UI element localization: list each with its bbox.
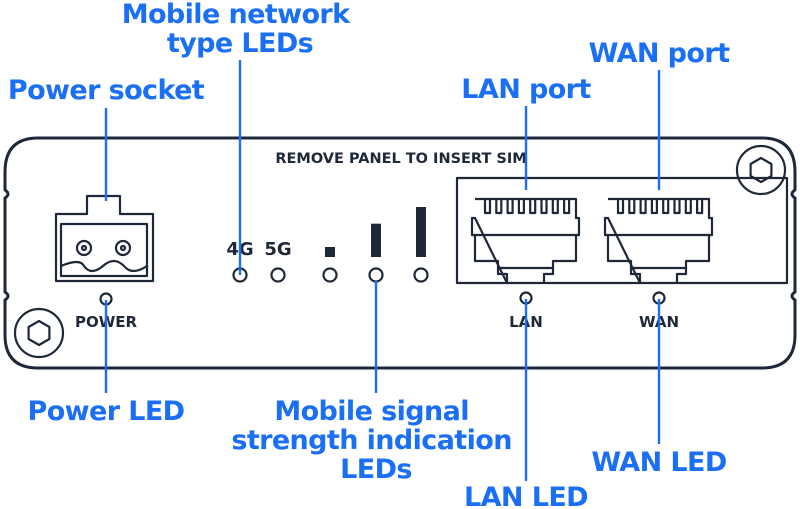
- port-contact: [529, 199, 537, 215]
- led-5g: [270, 267, 286, 283]
- signal-bars: [325, 207, 426, 257]
- port-contact: [628, 199, 636, 215]
- lan-port: [470, 197, 581, 285]
- port-contact: [551, 199, 559, 215]
- port-contact: [662, 199, 670, 215]
- port-contact: [506, 199, 514, 215]
- port-contact: [540, 199, 548, 215]
- port-contact: [495, 199, 503, 215]
- port-contact: [673, 199, 681, 215]
- callout-power-led: Power LED: [28, 396, 185, 427]
- callout-wan-led: WAN LED: [591, 447, 726, 478]
- sim-notice: REMOVE PANEL TO INSERT SIM: [275, 151, 526, 167]
- wan-port-outline: [603, 197, 714, 285]
- device-body: [3, 136, 797, 370]
- label-5g: 5G: [264, 239, 291, 260]
- port-contact: [639, 199, 647, 215]
- socket-pin-right: [114, 239, 132, 257]
- screw-top-right: [735, 144, 787, 196]
- socket-pin-left: [75, 239, 93, 257]
- port-contact: [696, 199, 704, 215]
- callout-wan-port: WAN port: [589, 38, 730, 69]
- callout-power-socket: Power socket: [8, 75, 205, 106]
- port-contact: [483, 199, 492, 215]
- callout-mobile-network: Mobile network type LEDs: [122, 0, 359, 59]
- lan-port-outline: [470, 197, 581, 285]
- signal-bar-2: [371, 223, 381, 257]
- led-signal-2: [368, 267, 384, 283]
- port-contact: [650, 199, 658, 215]
- screw-bottom-left: [13, 307, 65, 359]
- port-housing: [455, 176, 789, 285]
- wan-port: [603, 197, 714, 285]
- power-socket: [54, 194, 155, 283]
- signal-bar-3: [416, 207, 426, 257]
- port-contact: [517, 199, 525, 215]
- signal-bar-1: [325, 247, 335, 257]
- port-contact: [684, 199, 692, 215]
- led-signal-3: [413, 267, 429, 283]
- port-contact: [616, 199, 625, 215]
- led-signal-1: [322, 267, 338, 283]
- port-contact: [563, 199, 571, 215]
- callout-lan-led: LAN LED: [464, 482, 588, 509]
- callout-signal-leds: Mobile signal strength indication LEDs: [231, 396, 520, 485]
- callout-lan-port: LAN port: [461, 74, 591, 105]
